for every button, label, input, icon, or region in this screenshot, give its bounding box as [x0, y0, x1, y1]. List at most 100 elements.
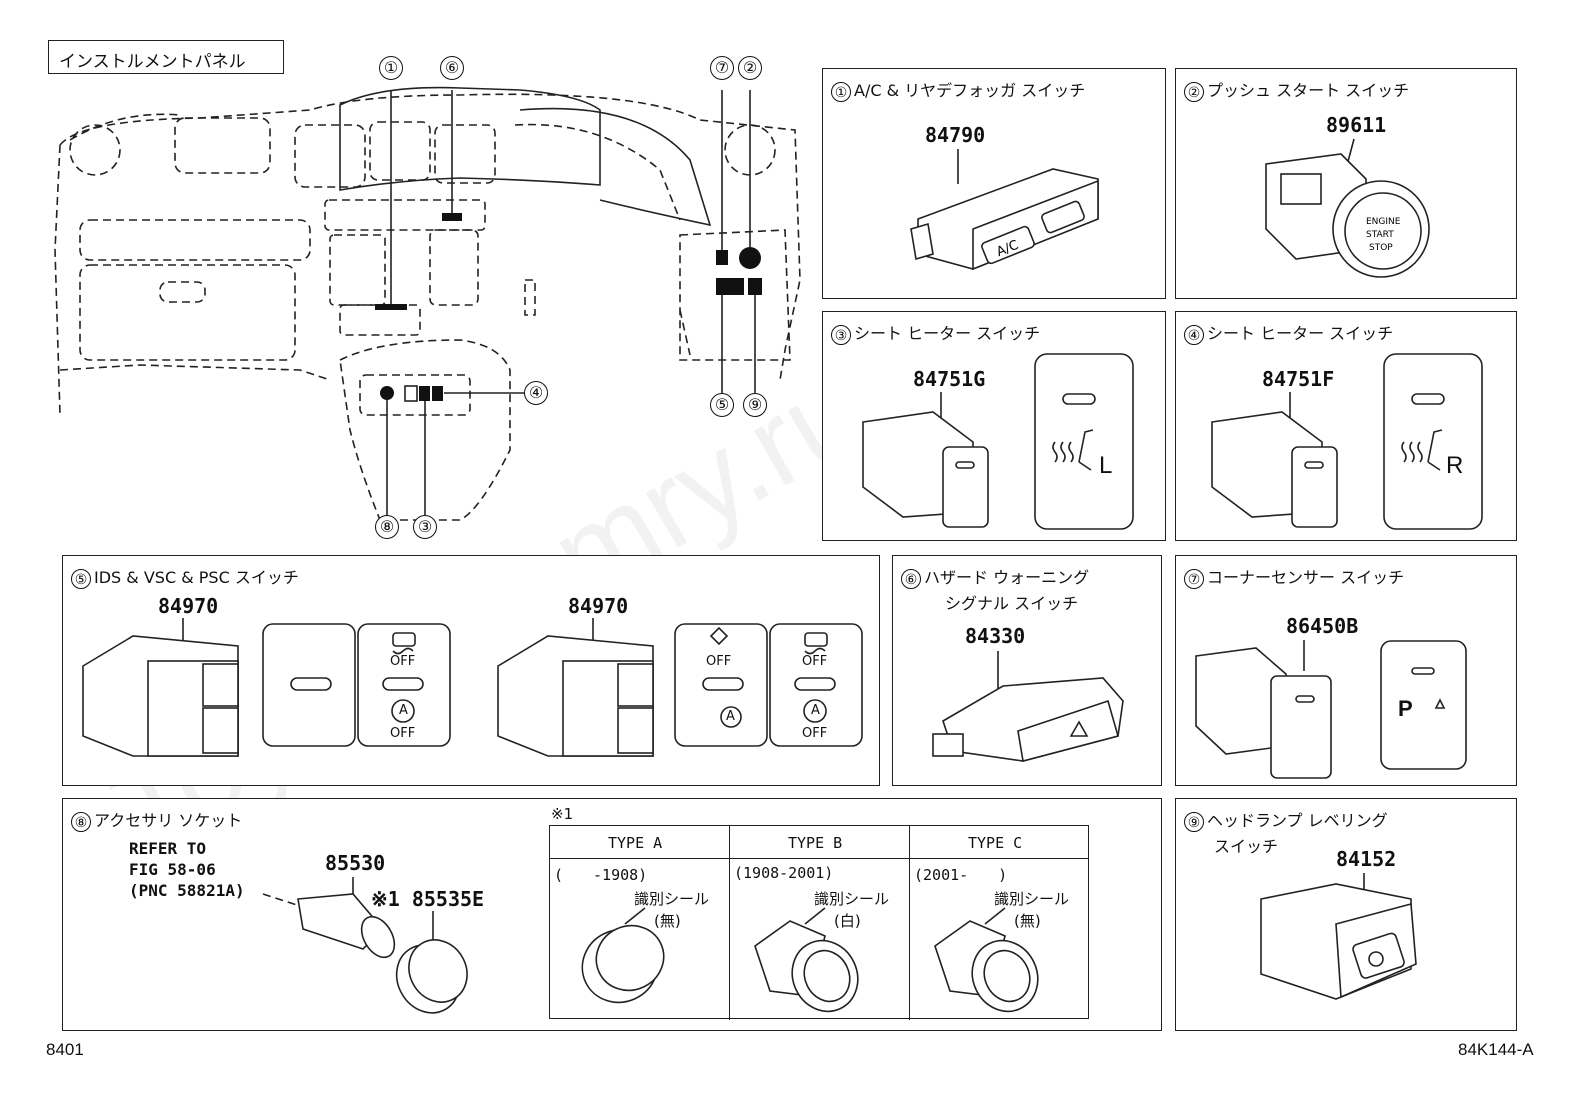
- corner-sensor-drawing: [1195, 640, 1467, 779]
- callout-4[interactable]: ④: [524, 381, 548, 405]
- type-a-label: TYPE A: [608, 834, 663, 852]
- callout-7[interactable]: ⑦: [710, 56, 734, 80]
- footer-left-code: 8401: [46, 1040, 84, 1059]
- part-number-b[interactable]: ※1 85535E: [371, 887, 485, 911]
- panel-number: ④: [1184, 324, 1204, 345]
- part-number[interactable]: 84152: [1336, 847, 1397, 871]
- callout-1[interactable]: ①: [379, 56, 403, 80]
- headlamp-leveling-drawing: [1260, 873, 1417, 1000]
- callout-3[interactable]: ③: [413, 515, 437, 539]
- part-number[interactable]: 84330: [965, 624, 1026, 648]
- type-b-seal-type: (白): [834, 912, 861, 930]
- type-c-socket-drawing: [934, 907, 1039, 1013]
- type-table: TYPE A ( -1908) 識別シール (無) TYPE B (1908-2…: [549, 825, 1089, 1020]
- type-a-range: ( -1908): [554, 866, 648, 884]
- seat-side-label: L: [1099, 452, 1113, 479]
- note-mark: ※1: [551, 805, 574, 823]
- type-c-cell: TYPE C (2001- ) 識別シール (無): [910, 826, 1088, 1020]
- panel-title: シート ヒーター スイッチ: [854, 324, 1041, 343]
- headlamp-a-label: A: [726, 709, 735, 724]
- svg-text:STOP: STOP: [1369, 243, 1393, 253]
- panel-number: ⑧: [71, 811, 91, 832]
- seat-heater-left-drawing: [862, 353, 1134, 530]
- callout-2[interactable]: ②: [738, 56, 762, 80]
- dashboard-drawing: [54, 86, 801, 521]
- vsc-off-label-b: OFF: [802, 654, 828, 669]
- a-off-label: OFF: [390, 726, 416, 741]
- panel-number: ⑦: [1184, 568, 1204, 589]
- panel-number: ⑤: [71, 568, 91, 589]
- type-c-seal: 識別シール: [994, 890, 1070, 908]
- part-number-b[interactable]: 84970: [568, 594, 629, 618]
- type-b-label: TYPE B: [788, 834, 843, 852]
- panel-title: IDS & VSC & PSC スイッチ: [94, 568, 299, 587]
- type-b-cell: TYPE B (1908-2001) 識別シール (白): [730, 826, 910, 1020]
- panel-title-line1: ハザード ウォーニング: [924, 568, 1090, 587]
- instrument-panel-overview: ① ⑥ ⑦ ② ④ ⑤ ⑨ ⑧ ③: [40, 50, 810, 560]
- panel-title: アクセサリ ソケット: [94, 811, 243, 830]
- panel-number: ①: [831, 81, 851, 102]
- callout-8[interactable]: ⑧: [375, 515, 399, 539]
- type-c-range: (2001- ): [914, 866, 1008, 884]
- ids-vsc-psc-drawing: [82, 618, 863, 757]
- type-a-seal-type: (無): [654, 912, 681, 930]
- refer-line2[interactable]: FIG 58-06: [129, 860, 216, 879]
- panel-number: ⑨: [1184, 811, 1204, 832]
- part-number[interactable]: 84751G: [913, 367, 986, 391]
- part-number[interactable]: 84751F: [1262, 367, 1335, 391]
- type-b-range: (1908-2001): [734, 864, 834, 882]
- part-number-a[interactable]: 84970: [158, 594, 219, 618]
- footer-right-code: 84K144-A: [1458, 1040, 1534, 1059]
- svg-text:START: START: [1366, 230, 1394, 240]
- start-switch-drawing: ENGINE START STOP: [1265, 138, 1430, 278]
- a-label: A: [399, 703, 408, 718]
- page-title-box: インストルメントパネル: [48, 40, 284, 74]
- part-number-a[interactable]: 85530: [325, 851, 386, 875]
- hazard-switch-drawing: [932, 651, 1124, 762]
- panel-title: プッシュ スタート スイッチ: [1207, 81, 1410, 100]
- seat-heater-right-drawing: [1211, 353, 1483, 530]
- panel-title-line2: スイッチ: [1214, 837, 1279, 856]
- panel-number: ⑥: [901, 568, 921, 589]
- type-a-socket-drawing: [581, 907, 665, 1004]
- park-p-label: P: [1398, 696, 1413, 721]
- accessory-socket-drawing: [262, 877, 468, 1014]
- type-a-seal: 識別シール: [634, 890, 710, 908]
- panel-title: コーナーセンサー スイッチ: [1207, 568, 1405, 587]
- type-c-label: TYPE C: [968, 834, 1023, 852]
- type-a-cell: TYPE A ( -1908) 識別シール (無): [550, 826, 730, 1020]
- svg-text:ENGINE: ENGINE: [1366, 217, 1401, 227]
- panel-number: ③: [831, 324, 851, 345]
- panel-title-line2: シグナル スイッチ: [945, 594, 1079, 613]
- panel-number: ②: [1184, 81, 1204, 102]
- ac-switch-drawing: A/C: [910, 149, 1099, 271]
- part-number[interactable]: 89611: [1326, 113, 1387, 137]
- type-b-seal: 識別シール: [814, 890, 890, 908]
- vsc-off-label: OFF: [390, 654, 416, 669]
- panel-title: A/C & リヤデフォッガ スイッチ: [854, 81, 1086, 100]
- type-c-seal-type: (無): [1014, 912, 1041, 930]
- callout-5[interactable]: ⑤: [710, 393, 734, 417]
- part-number[interactable]: 84790: [925, 123, 986, 147]
- a-off-label-b: OFF: [802, 726, 828, 741]
- callout-6[interactable]: ⑥: [440, 56, 464, 80]
- refer-line3[interactable]: (PNC 58821A): [129, 881, 245, 900]
- type-b-socket-drawing: [754, 907, 859, 1013]
- panel-title-line1: ヘッドランプ レベリング: [1207, 811, 1388, 830]
- refer-line1[interactable]: REFER TO: [129, 839, 207, 858]
- a-label-b: A: [811, 703, 820, 718]
- part-number[interactable]: 86450B: [1286, 614, 1359, 638]
- page-title: インストルメントパネル: [59, 52, 246, 72]
- callout-9[interactable]: ⑨: [743, 393, 767, 417]
- panel-title: シート ヒーター スイッチ: [1207, 324, 1394, 343]
- ids-off-label: OFF: [706, 654, 732, 669]
